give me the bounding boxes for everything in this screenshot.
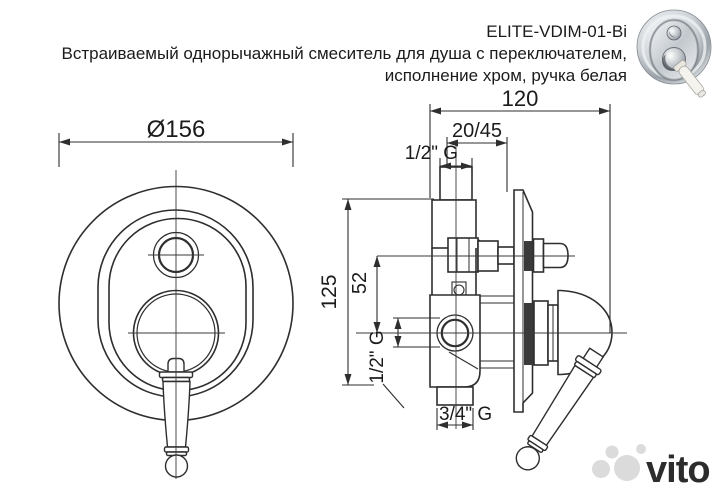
dim-depth-label: 120 [502, 86, 539, 111]
avito-logo-dots-icon [592, 444, 646, 481]
dim-mount-range-label: 20/45 [452, 120, 502, 142]
side-diverter-knob [532, 238, 569, 273]
description-line-2: исполнение хром, ручка белая [384, 66, 627, 85]
dim-height-label: 125 [318, 274, 341, 309]
watermark-text: vito [646, 449, 710, 486]
dimension-lines [58, 104, 611, 430]
centerlines [128, 144, 627, 479]
photo-handle [662, 47, 706, 98]
dimension-labels: Ø156 120 20/45 1/2" G 125 52 1/2" G 3/4"… [147, 86, 539, 425]
dim-offset-label: 52 [349, 272, 371, 294]
side-view [382, 166, 613, 471]
photo-diverter-knob [666, 25, 682, 41]
photo-plate [636, 9, 712, 85]
product-photo [636, 9, 712, 98]
description-line-1: Встраиваемый однорычажный смеситель для … [61, 44, 627, 63]
dim-front-diameter-label: Ø156 [147, 116, 206, 143]
dim-side-thread-label: 1/2" G [367, 330, 388, 383]
watermark: vito [592, 444, 711, 486]
dim-bottom-thread-label: 3/4" G [439, 404, 492, 425]
model-code: ELITE-VDIM-01-Bi [486, 22, 627, 41]
header: ELITE-VDIM-01-Bi Встраиваемый однорычажн… [62, 21, 627, 87]
side-bottom-pipe [436, 386, 474, 406]
side-diverter-assembly [447, 237, 515, 273]
side-lever-handle [515, 347, 605, 471]
front-lever-handle [158, 357, 194, 478]
side-lower-seal [524, 303, 535, 365]
dim-top-thread-label: 1/2" G [405, 143, 458, 164]
